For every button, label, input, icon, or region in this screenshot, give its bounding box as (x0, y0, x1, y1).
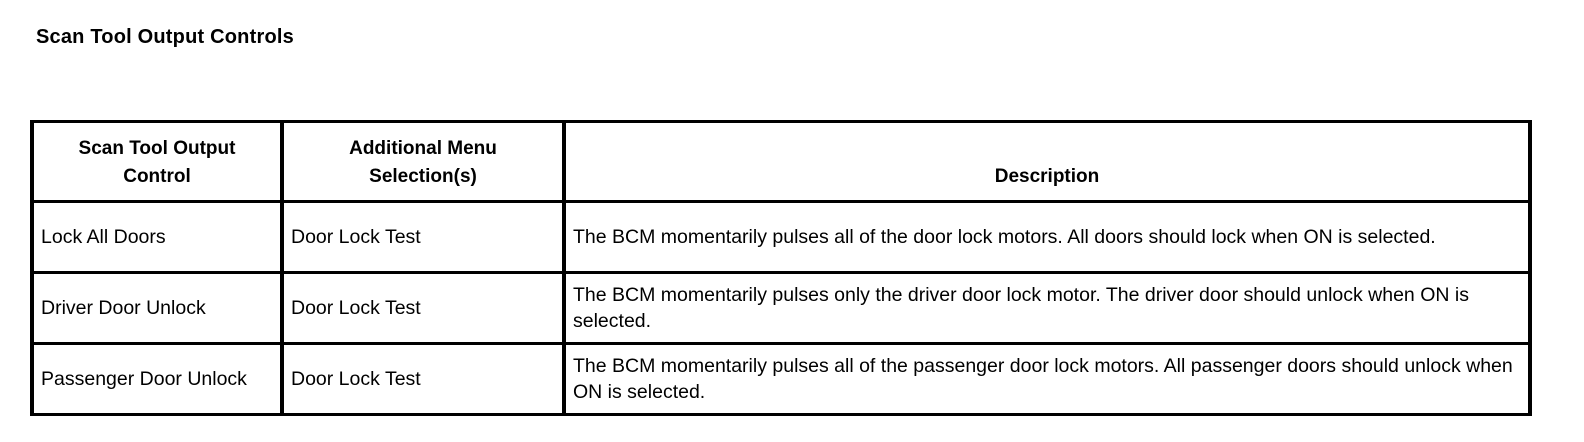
row2-description-cell: The BCM momentarily pulses only the driv… (562, 271, 1532, 345)
header-row: Scan Tool Output Control Additional Menu… (30, 120, 1532, 203)
header-scan-tool-output-control: Scan Tool Output Control (30, 120, 284, 203)
row1-description-cell: The BCM momentarily pulses all of the do… (562, 200, 1532, 274)
table-row: Passenger Door Unlock Door Lock Test The… (30, 342, 1532, 416)
row3-menu-cell: Door Lock Test (280, 342, 566, 416)
table-row: Lock All Doors Door Lock Test The BCM mo… (30, 200, 1532, 274)
scan-tool-output-controls-table: Scan Tool Output Control Additional Menu… (30, 120, 1532, 416)
table-header: Scan Tool Output Control Additional Menu… (30, 120, 1532, 203)
row2-control-cell: Driver Door Unlock (30, 271, 284, 345)
table-row: Driver Door Unlock Door Lock Test The BC… (30, 271, 1532, 345)
table-body: Lock All Doors Door Lock Test The BCM mo… (30, 200, 1532, 416)
row3-control-cell: Passenger Door Unlock (30, 342, 284, 416)
row1-menu-cell: Door Lock Test (280, 200, 566, 274)
page-title: Scan Tool Output Controls (36, 26, 294, 48)
row1-control-cell: Lock All Doors (30, 200, 284, 274)
header-additional-menu-selections: Additional Menu Selection(s) (280, 120, 566, 203)
header-description: Description (562, 120, 1532, 203)
row2-menu-cell: Door Lock Test (280, 271, 566, 345)
row3-description-cell: The BCM momentarily pulses all of the pa… (562, 342, 1532, 416)
